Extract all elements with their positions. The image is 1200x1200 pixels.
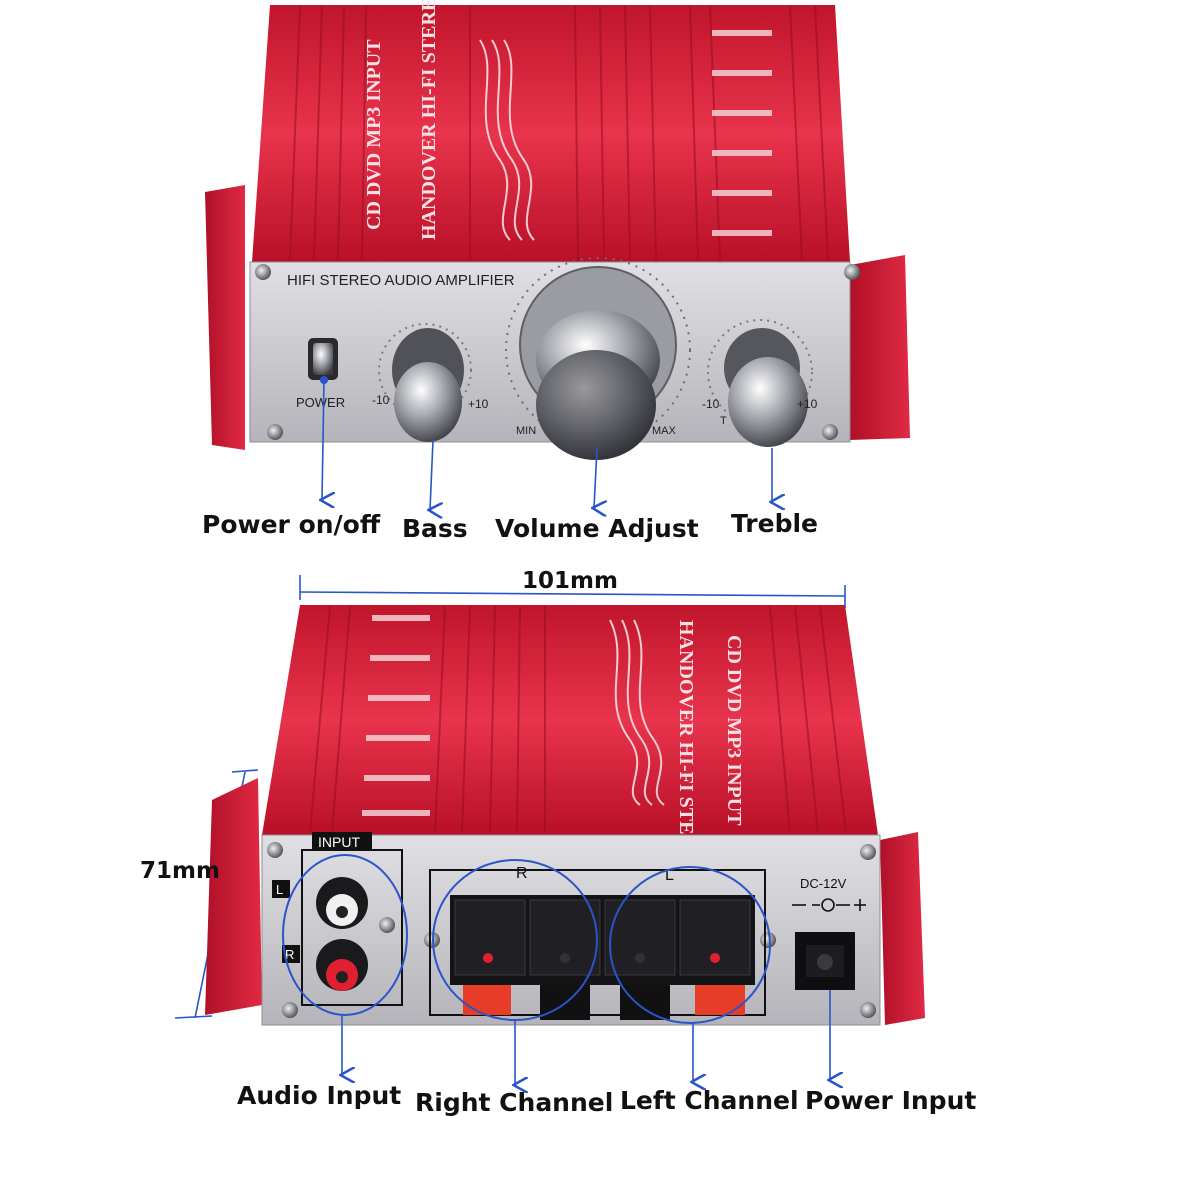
width-dimension-label: 101mm [522,568,618,594]
rca-left-jack[interactable] [316,877,368,929]
input-r-label: R [285,947,294,962]
bottom-case-text-2: HANDOVER HI-FI STEREO [675,620,697,878]
dc-polarity-icon [792,898,866,912]
speaker-terminal-l-minus[interactable] [604,899,676,1020]
top-case-text-2: HANDOVER HI-FI STEREO [418,0,440,240]
top-vent-slots [712,30,772,236]
screw-icon [267,424,283,440]
left-channel-callout-label: Left Channel [620,1086,799,1115]
treble-knob[interactable] [724,328,808,447]
treble-scale-min: -10 [702,397,720,411]
input-l-label: L [276,882,283,897]
treble-knob-ring [707,319,813,425]
screw-icon [282,1002,298,1018]
height-dimension-label: 71mm [140,858,220,884]
volume-callout-label: Volume Adjust [495,514,699,543]
input-label: INPUT [318,834,360,850]
dc-label: DC-12V [800,876,847,891]
screw-icon [760,932,776,948]
left-mounting-flange [205,185,245,450]
top-music-staff-logo [479,39,535,241]
power-input-callout-label: Power Input [805,1086,977,1115]
audio-input-callout-label: Audio Input [237,1081,402,1110]
bottom-callout-arrows [342,990,830,1085]
speaker-terminal-l-plus[interactable] [679,899,751,1015]
bottom-red-case [262,605,878,835]
input-l-tag [272,880,290,898]
top-fins [289,5,829,261]
speaker-terminal-frame [429,869,766,1016]
speaker-terminal-r-minus[interactable] [529,899,601,1020]
bass-scale-min: -10 [372,393,390,407]
screw-icon [860,844,876,860]
input-label-box [312,832,372,850]
screw-icon [379,917,395,933]
speaker-l-label: L [665,867,674,884]
screw-icon [860,1002,876,1018]
rca-right-jack[interactable] [316,939,368,991]
treble-callout-label: Treble [731,509,819,538]
input-frame [301,849,403,1006]
treble-scale-max: +10 [797,397,818,411]
speaker-r-label: R [516,865,528,882]
top-callout-arrows [320,376,772,510]
bottom-music-staff-logo [609,619,665,806]
power-label: POWER [296,395,345,410]
screw-icon [844,264,860,280]
dc-power-jack[interactable] [795,932,855,990]
bottom-amplifier: CD DVD MP3 INPUT HANDOVER HI-FI STEREO I… [205,605,925,1026]
top-red-case [252,5,850,262]
bass-scale-max: +10 [468,397,489,411]
power-callout-label: Power on/off [202,510,381,539]
speaker-terminal-r-plus[interactable] [454,899,526,1015]
volume-knob[interactable] [536,310,660,460]
screw-icon [267,842,283,858]
top-case-text-1: CD DVD MP3 INPUT [363,39,385,230]
top-panel-title: HIFI STEREO AUDIO AMPLIFIER [287,272,515,289]
left-channel-highlight [609,866,771,1024]
power-switch[interactable] [308,338,338,380]
bottom-fins [309,605,847,834]
bass-callout-label: Bass [402,514,468,543]
bottom-case-text-1: CD DVD MP3 INPUT [723,635,745,826]
right-channel-callout-label: Right Channel [415,1088,614,1117]
bottom-left-flange [205,778,262,1015]
volume-min-label: MIN [516,425,536,437]
treble-label: T [720,415,727,427]
bottom-right-flange [880,832,925,1025]
bottom-vent-slots [362,615,430,816]
right-mounting-flange [850,255,910,440]
audio-input-highlight [282,854,408,1016]
bass-knob-ring [378,323,472,417]
bass-knob[interactable] [392,328,464,442]
top-amplifier: CD DVD MP3 INPUT HANDOVER HI-FI STEREO H… [205,0,910,460]
screw-icon [255,264,271,280]
screw-icon [822,424,838,440]
width-dimension-line [299,575,846,608]
volume-max-label: MAX [652,425,677,437]
